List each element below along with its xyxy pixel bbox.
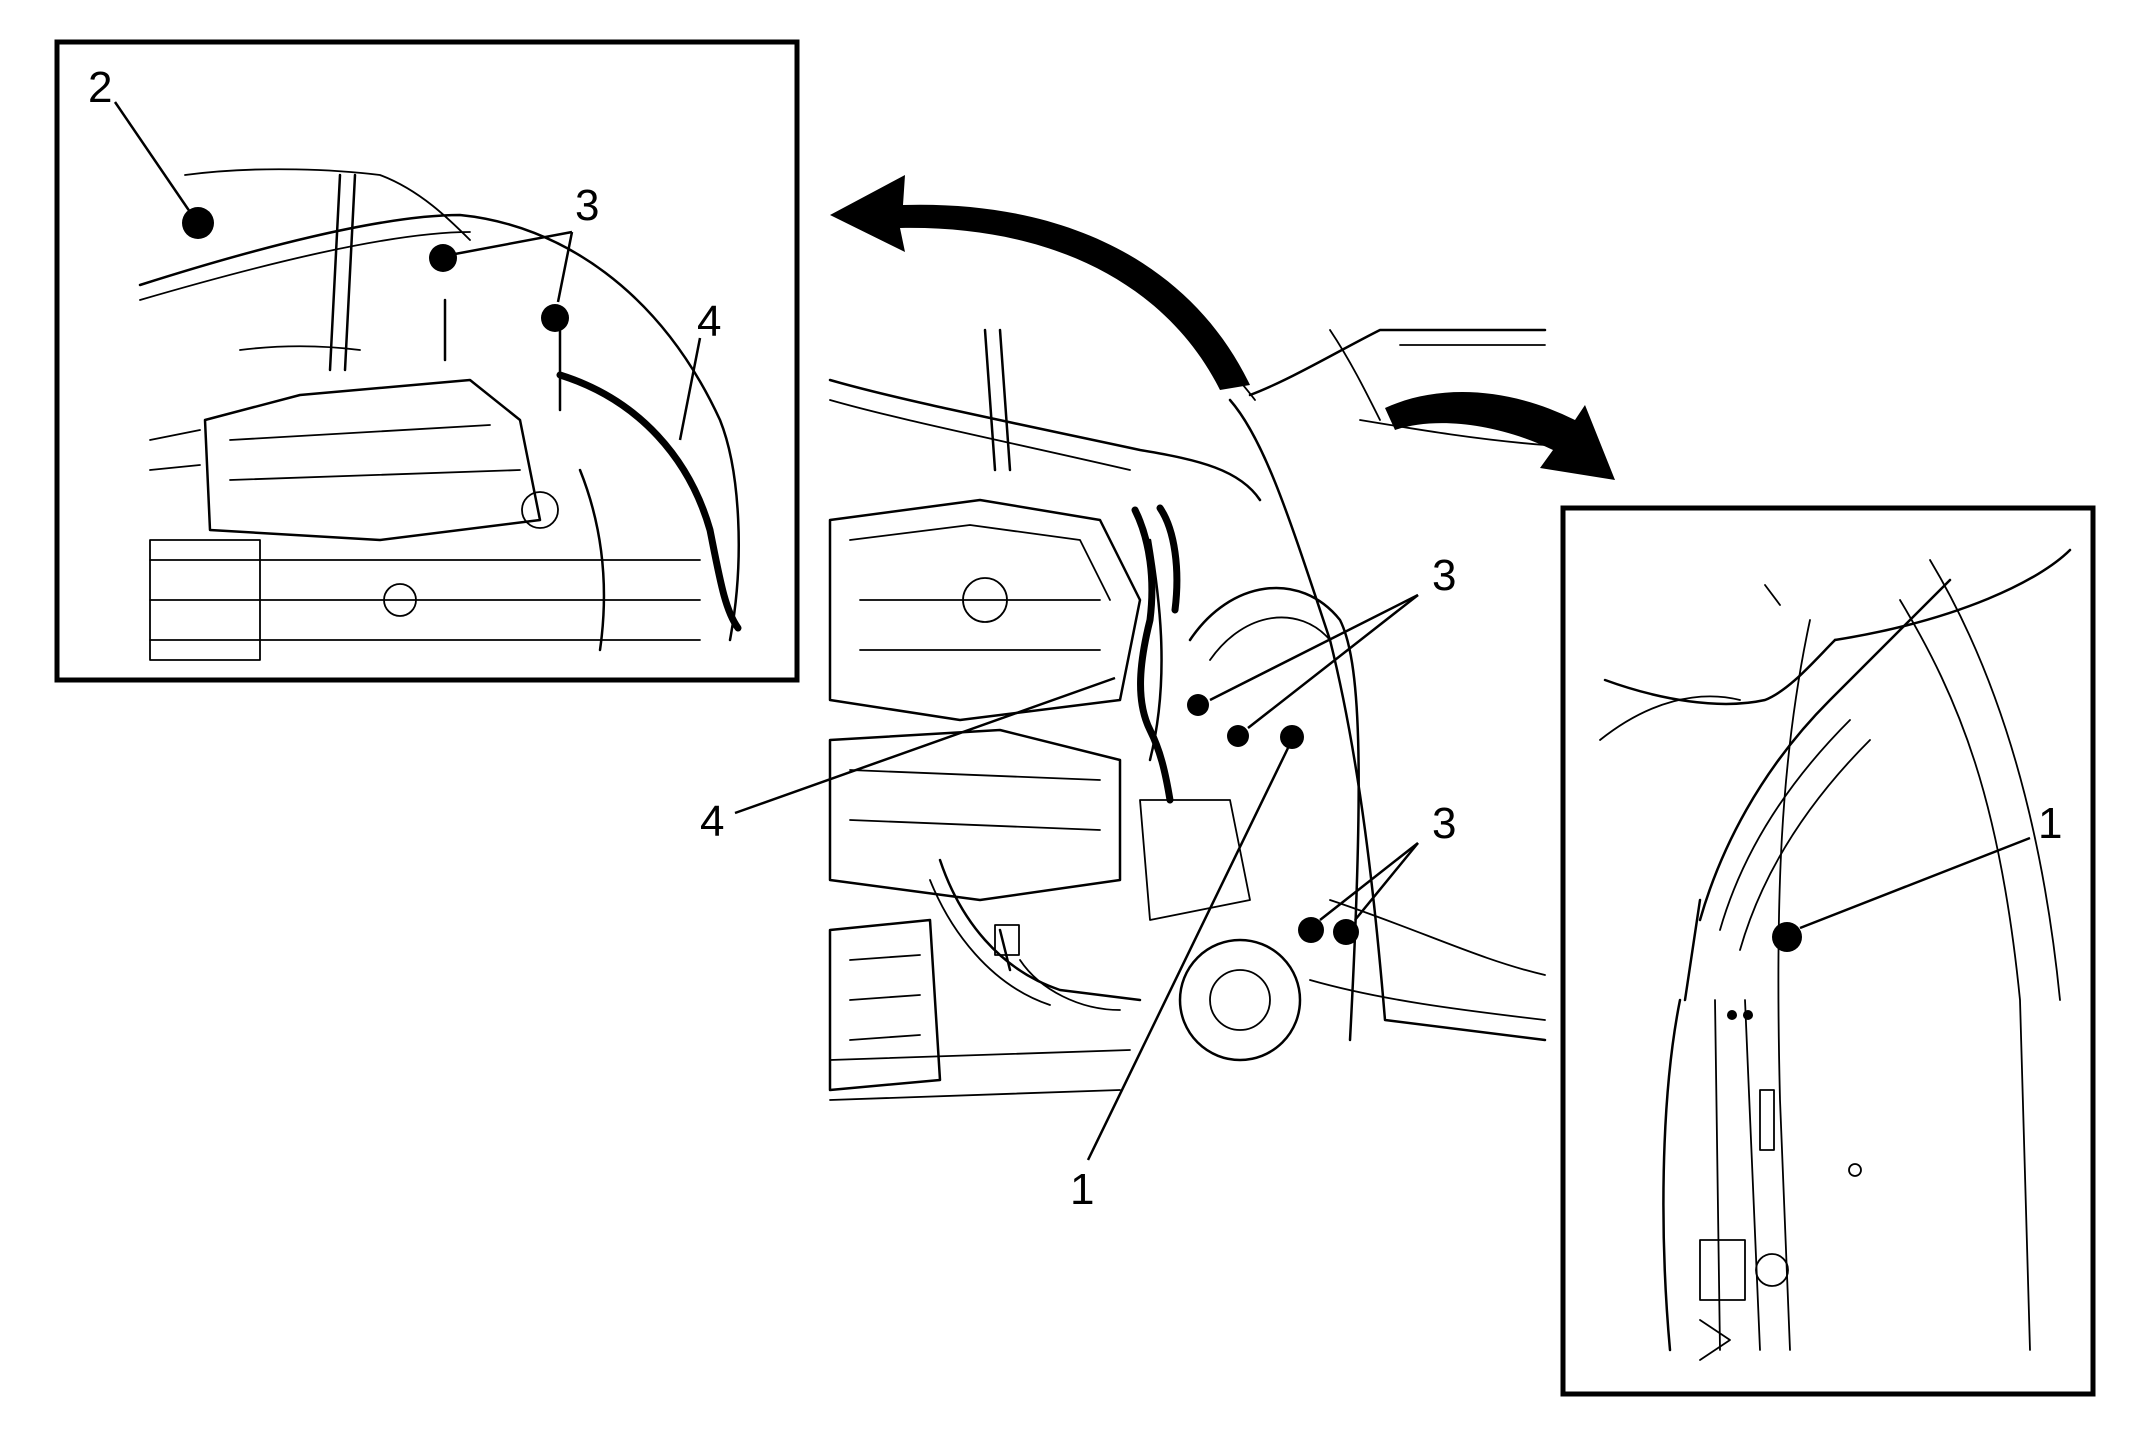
leader-2-inset	[113, 101, 192, 213]
fastener-3-inset-a	[429, 244, 457, 272]
inset-right: 1	[1560, 505, 2096, 1397]
bolt-icon	[1333, 919, 1359, 945]
arrow-to-left-inset-icon	[830, 175, 1250, 390]
hole-icon	[1727, 1010, 1737, 1020]
wheel-opening	[1188, 586, 1360, 1042]
bolt-1-inset	[1772, 922, 1802, 952]
leader-3-inset-a	[454, 230, 573, 256]
leader-4-inset	[678, 337, 702, 441]
fastener-3-inset-b	[541, 304, 569, 332]
leader-4-main	[734, 676, 1116, 815]
door-line	[1359, 419, 1546, 446]
bolt-icon	[1187, 694, 1209, 716]
fender-inner-line	[1248, 328, 1547, 397]
hood-prop-rod	[983, 328, 997, 472]
a-pillar-line	[1329, 329, 1381, 421]
leader-3-upper-b	[1247, 594, 1419, 729]
callout-4-inset: 4	[697, 297, 721, 346]
leader-3-lower-b	[1354, 842, 1419, 921]
bolt-1-main	[1280, 725, 1304, 749]
callout-1-inset: 1	[2038, 799, 2062, 848]
callout-1-main: 1	[1070, 1165, 1094, 1214]
arrow-to-right-inset-icon	[1385, 392, 1615, 480]
hood-prop-rod-2	[998, 328, 1012, 472]
callout-3-inset: 3	[575, 181, 599, 230]
leader-1-inset	[1799, 836, 2031, 930]
callout-3-upper-main: 3	[1432, 551, 1456, 600]
hood-gap-lines	[1399, 329, 1546, 346]
trim-strip-inset	[556, 371, 742, 632]
inset-left-frame	[54, 39, 800, 683]
inset-left-drawing	[138, 168, 740, 661]
trim-strip-main-edge	[1156, 504, 1181, 614]
bolt-icon	[1227, 725, 1249, 747]
inset-left: 2 3 4	[54, 39, 800, 683]
fasteners-upper-main	[1187, 694, 1249, 747]
leader-3-lower-a	[1319, 842, 1419, 921]
rocker-line-2	[1309, 979, 1546, 1021]
leader-1-main	[1086, 747, 1290, 1161]
inset-right-frame	[1560, 505, 2096, 1397]
bolt-2-inset	[182, 207, 214, 239]
inset-right-drawing	[1599, 548, 2072, 1361]
fender-outline	[1228, 398, 1547, 1042]
callout-4-main: 4	[700, 797, 724, 846]
trim-strip-main	[1131, 506, 1174, 804]
hood-edge-2	[829, 399, 1131, 471]
bolt-icon	[1298, 917, 1324, 943]
fasteners-lower-main	[1298, 917, 1359, 945]
engine-bay	[828, 498, 1302, 1101]
main-view: 3 3 4 1	[700, 175, 1615, 1214]
leader-3-inset-b	[556, 231, 574, 303]
callout-2-inset: 2	[88, 63, 112, 112]
hood-edge	[828, 378, 1262, 502]
hole-icon	[1743, 1010, 1753, 1020]
leader-3-upper-a	[1209, 593, 1419, 702]
callout-3-lower-main: 3	[1432, 799, 1456, 848]
wheel-liner	[1209, 616, 1331, 661]
